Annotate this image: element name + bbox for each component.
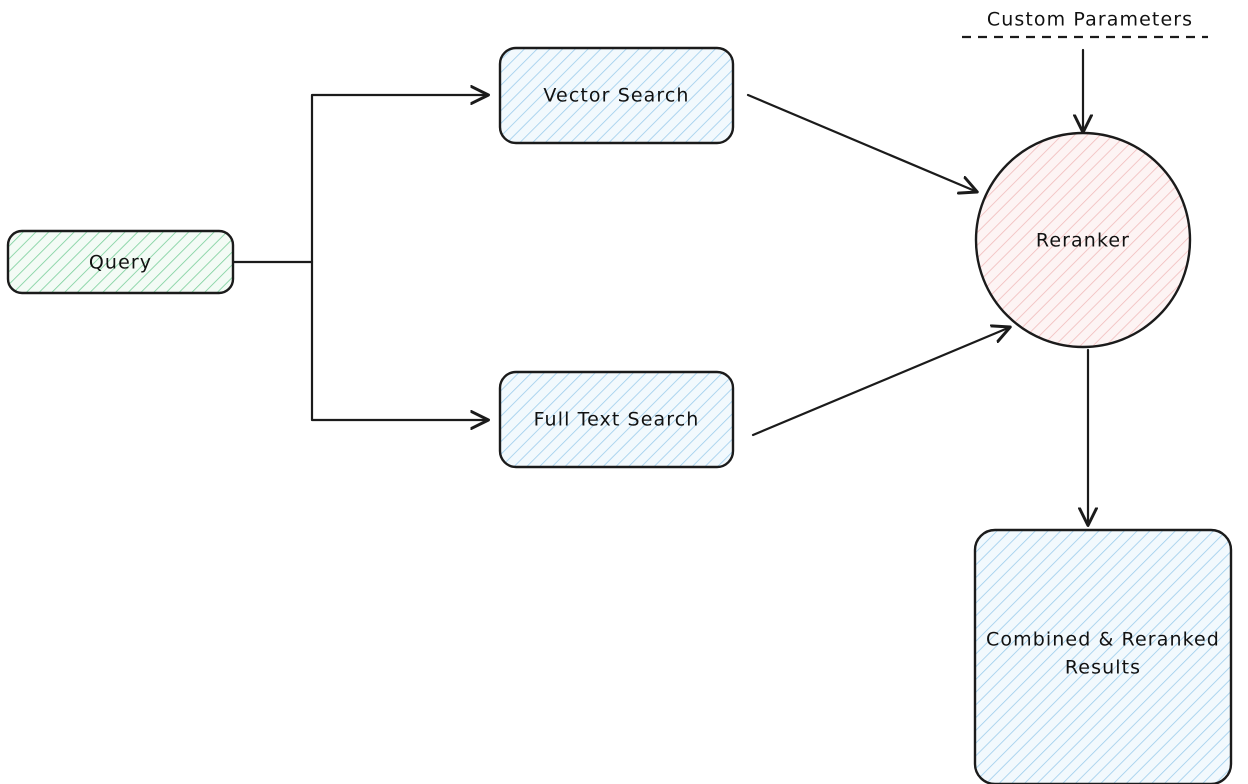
annotation-custom-parameters: Custom Parameters (962, 9, 1208, 39)
node-query[interactable]: Query (6, 229, 235, 295)
full-text-search-shape[interactable] (498, 370, 735, 469)
edge-vector-search-to-reranker (746, 93, 975, 191)
reranker-shape[interactable] (974, 131, 1192, 349)
edge-query-to-vector-search (231, 95, 486, 264)
query-label: Query (89, 252, 152, 274)
node-combined-results[interactable]: Combined & Reranked Results (973, 528, 1233, 784)
vector-search-shape[interactable] (498, 46, 735, 145)
node-reranker[interactable]: Reranker (974, 131, 1192, 349)
query-shape[interactable] (6, 229, 235, 295)
node-vector-search[interactable]: Vector Search (498, 46, 735, 145)
edge-query-to-full-text-search (310, 260, 486, 420)
vector-search-label: Vector Search (543, 85, 689, 107)
full-text-search-label: Full Text Search (534, 409, 700, 431)
combined-results-shape[interactable] (973, 528, 1233, 784)
reranker-label: Reranker (1036, 230, 1130, 252)
combined-results-label-line1: Combined & Reranked (986, 629, 1220, 651)
edge-full-text-search-to-reranker (751, 328, 1008, 437)
custom-parameters-label: Custom Parameters (987, 9, 1193, 31)
combined-results-label-line2: Results (1065, 657, 1141, 679)
node-full-text-search[interactable]: Full Text Search (498, 370, 735, 469)
